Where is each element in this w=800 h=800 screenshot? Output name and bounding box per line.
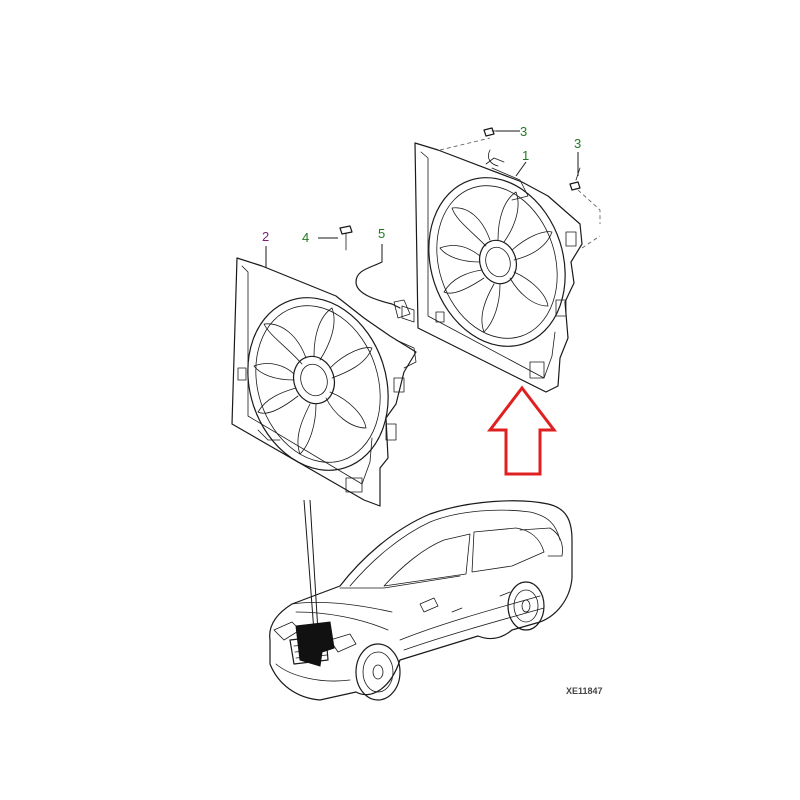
car-illustration (269, 500, 573, 701)
callout-label: 3 (574, 136, 581, 151)
callout-label: 4 (302, 230, 309, 245)
locator-line (303, 499, 315, 633)
callout-label: 2 (262, 229, 269, 244)
up-arrow-icon (486, 385, 558, 476)
leader-line-1 (515, 161, 527, 177)
fan-assembly-right (401, 137, 601, 393)
bolt-top-right (569, 152, 581, 191)
callout-label: 3 (520, 124, 527, 139)
callout-label: 5 (378, 226, 385, 241)
locator-line (309, 499, 319, 633)
reference-code: XE11847 (566, 686, 603, 696)
bolt-top-left (483, 127, 520, 137)
harness-wire (488, 149, 499, 167)
fan-location-marker (295, 621, 335, 667)
wiring-harness (355, 244, 411, 319)
bolt-mount (318, 225, 353, 251)
callout-label: 1 (522, 148, 529, 163)
fan-assembly-left (231, 257, 417, 507)
